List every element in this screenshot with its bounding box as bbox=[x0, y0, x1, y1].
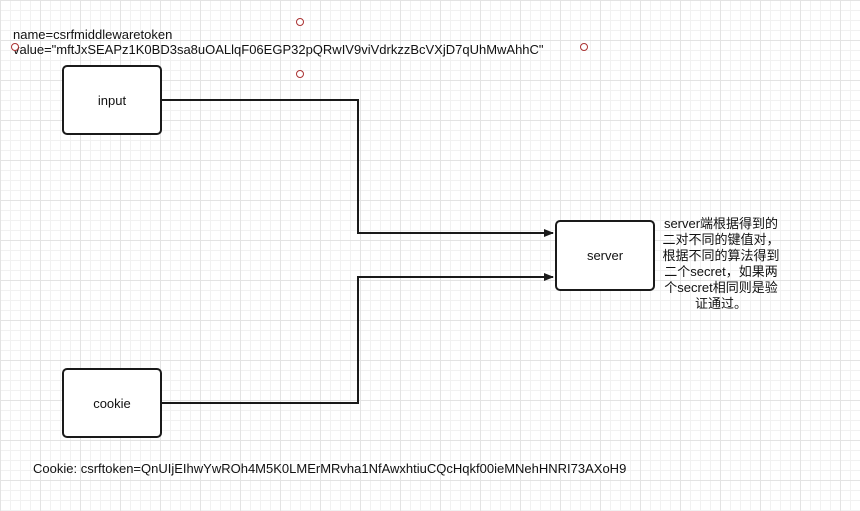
selection-handle-bottom[interactable] bbox=[296, 70, 304, 78]
selection-handle-left[interactable] bbox=[11, 43, 19, 51]
selection-handle-top[interactable] bbox=[296, 18, 304, 26]
csrf-form-field-text[interactable]: name=csrfmiddlewaretoken value="mftJxSEA… bbox=[13, 27, 544, 57]
cookie-node-label: cookie bbox=[93, 395, 131, 411]
csrf-field-value: value="mftJxSEAPz1K0BD3sa8uOALlqF06EGP32… bbox=[13, 42, 544, 57]
input-node[interactable]: input bbox=[62, 65, 162, 135]
edge-cookie-to-server[interactable] bbox=[162, 273, 554, 404]
cookie-node[interactable]: cookie bbox=[62, 368, 162, 438]
csrf-field-name: name=csrfmiddlewaretoken bbox=[13, 27, 173, 42]
edge-input-to-server[interactable] bbox=[162, 99, 554, 237]
server-node[interactable]: server bbox=[555, 220, 655, 291]
server-node-label: server bbox=[586, 248, 624, 263]
server-verification-note[interactable]: server端根据得到的二对不同的键值对，根据不同的算法得到二个secret，如… bbox=[662, 216, 780, 311]
selection-handle-right[interactable] bbox=[580, 43, 588, 51]
cookie-csrftoken-text[interactable]: Cookie: csrftoken=QnUIjEIhwYwROh4M5K0LME… bbox=[33, 461, 627, 476]
input-node-label: input bbox=[97, 92, 127, 108]
